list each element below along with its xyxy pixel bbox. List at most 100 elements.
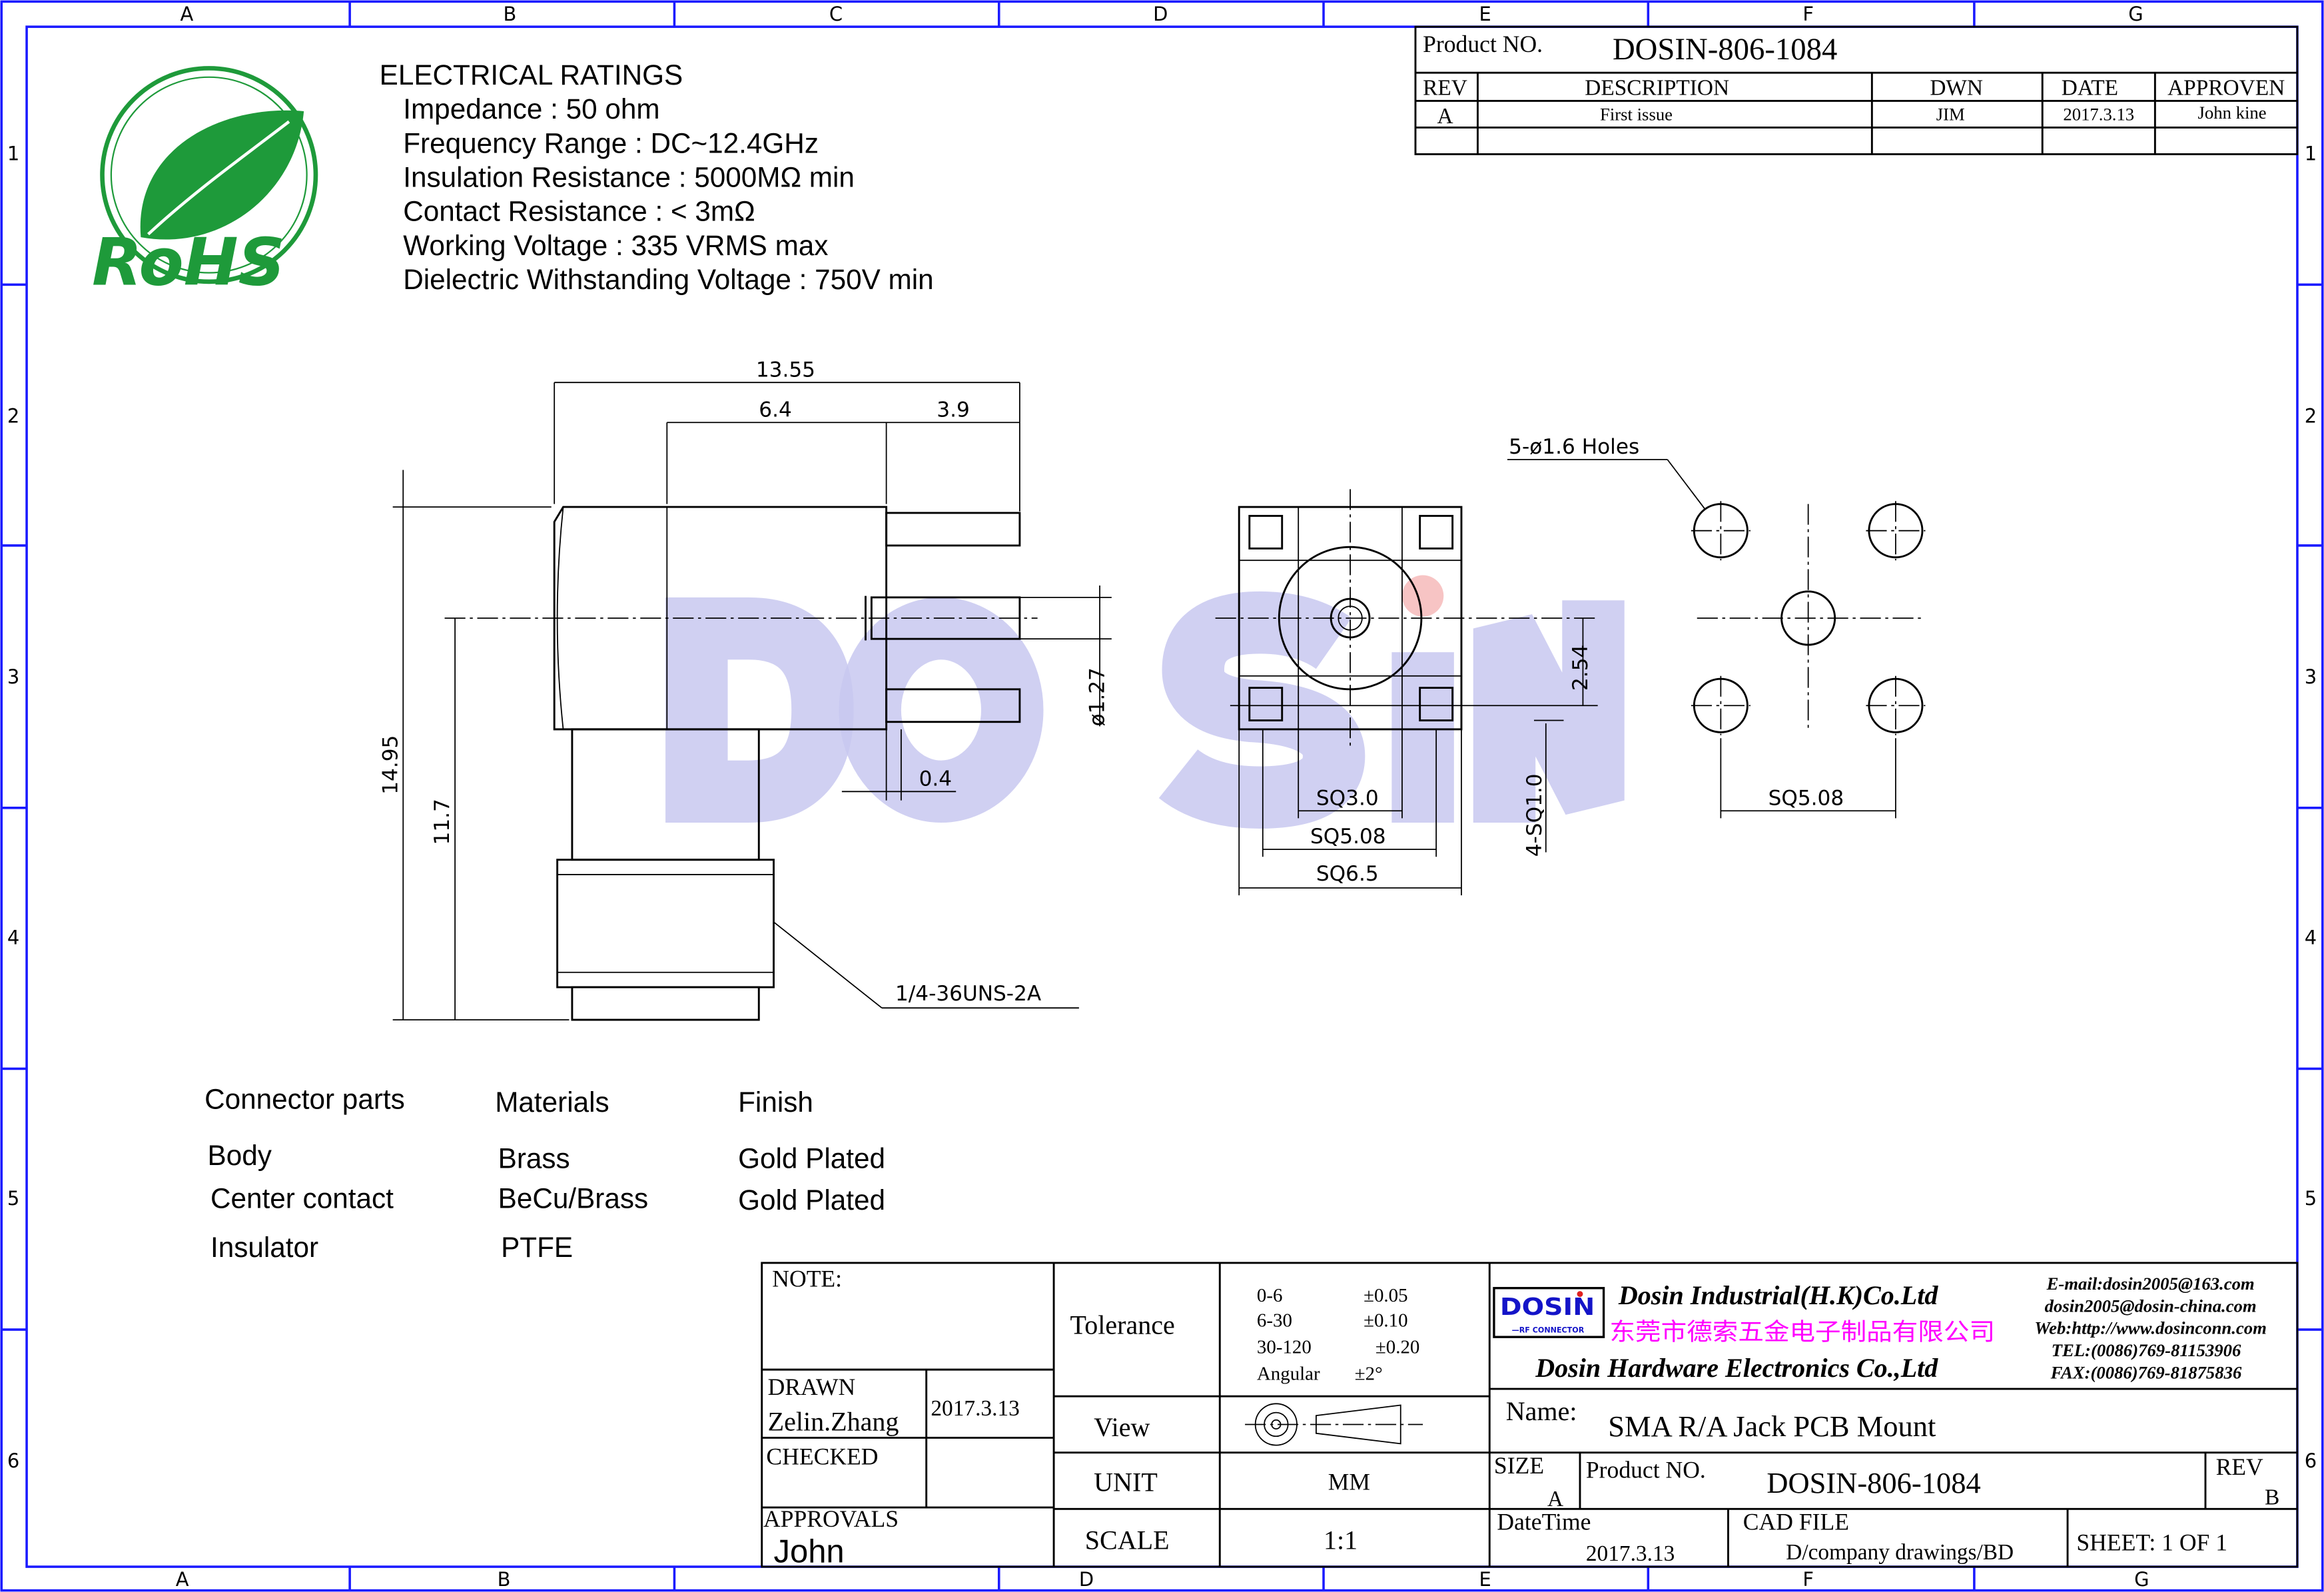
projection-symbol-icon	[1245, 1403, 1423, 1446]
col-label: A	[180, 3, 193, 25]
contact-fax: FAX:(0086)769-81875836	[2050, 1362, 2242, 1382]
col-label: E	[1479, 3, 1491, 25]
description-header: DESCRIPTION	[1585, 76, 1729, 101]
rev-header: REV	[1423, 76, 1467, 101]
thread-callout: 1/4-36UNS-2A	[895, 982, 1042, 1006]
row-label: 6	[7, 1449, 19, 1472]
part-name: Center contact	[210, 1183, 394, 1214]
col-label: B	[498, 1568, 511, 1591]
part-finish: Gold Plated	[738, 1143, 885, 1174]
tolerance-range: 6-30	[1257, 1310, 1292, 1332]
col-label: A	[176, 1568, 189, 1591]
row-label: 3	[7, 665, 19, 688]
tolerance-range: 30-120	[1257, 1337, 1312, 1358]
col-label: G	[2128, 3, 2143, 25]
part-material: Brass	[498, 1143, 570, 1174]
product-no-value: DOSIN-806-1084	[1613, 32, 1837, 67]
contact-email: E-mail:dosin2005@163.com	[2046, 1274, 2255, 1294]
col-label: F	[1802, 3, 1814, 25]
rating-line: Contact Resistance : < 3mΩ	[403, 196, 755, 227]
checked-label: CHECKED	[766, 1443, 878, 1470]
parts-header: Connector parts	[204, 1084, 405, 1115]
note-label: NOTE:	[772, 1266, 842, 1292]
row-label: 1	[7, 142, 19, 165]
finish-header: Finish	[738, 1086, 813, 1118]
dim-0-4: 0.4	[919, 767, 953, 791]
rating-line: Working Voltage : 335 VRMS max	[403, 230, 828, 261]
description-cell: First issue	[1600, 104, 1673, 124]
dim-3-9: 3.9	[937, 398, 970, 422]
date-cell: 2017.3.13	[2063, 104, 2134, 124]
tolerance-value: ±0.20	[1375, 1337, 1419, 1358]
company-name-cn: 东莞市德索五金电子制品有限公司	[1609, 1319, 1995, 1346]
view-label: View	[1094, 1412, 1150, 1442]
dosin-watermark	[665, 575, 1625, 829]
tolerance-label: Tolerance	[1070, 1310, 1175, 1340]
col-label: B	[504, 3, 517, 25]
tolerance-value: ±0.05	[1363, 1285, 1407, 1306]
row-label: 2	[2305, 404, 2317, 427]
approvals-by: John	[774, 1533, 845, 1569]
rohs-logo: RoHS	[92, 66, 318, 300]
date-header: DATE	[2062, 76, 2118, 101]
datetime-value: 2017.3.13	[1586, 1541, 1675, 1566]
scale-value: 1:1	[1324, 1525, 1357, 1555]
unit-label: UNIT	[1094, 1467, 1158, 1497]
tolerance-range: 0-6	[1257, 1285, 1283, 1306]
row-label: 1	[2305, 142, 2317, 165]
rating-line: Impedance : 50 ohm	[403, 93, 659, 125]
dim-overall-length: 13.55	[756, 358, 815, 382]
rating-line: Insulation Resistance : 5000MΩ min	[403, 161, 855, 193]
company-name-hk: Dosin Industrial(H.K)Co.Ltd	[1618, 1280, 1939, 1310]
product-no-label: Product NO.	[1423, 31, 1543, 57]
tolerance-value: ±2°	[1355, 1364, 1383, 1385]
part-name: Body	[208, 1140, 272, 1171]
col-label: C	[829, 3, 843, 25]
approvals-label: APPROVALS	[763, 1505, 899, 1532]
dwn-cell: JIM	[1936, 104, 1965, 124]
product-no-label: Product NO.	[1586, 1457, 1706, 1483]
company-name-hardware: Dosin Hardware Electronics Co.,Ltd	[1535, 1353, 1938, 1383]
sheet-value: SHEET: 1 OF 1	[2076, 1529, 2227, 1556]
electrical-ratings: ELECTRICAL RATINGS Impedance : 50 ohm Fr…	[380, 59, 934, 295]
drawn-by: Zelin.Zhang	[768, 1406, 899, 1436]
dim-sq5-08: SQ5.08	[1310, 825, 1386, 849]
dim-4-sq1-0: 4-SQ1.0	[1523, 773, 1547, 857]
scale-label: SCALE	[1085, 1525, 1170, 1555]
row-label: 3	[2305, 665, 2317, 688]
pcb-layout: 5-ø1.6 Holes SQ5.08	[1507, 435, 1926, 819]
dim-sq6-5: SQ6.5	[1316, 862, 1379, 886]
size-value: A	[1547, 1487, 1563, 1511]
cad-file-label: CAD FILE	[1743, 1508, 1849, 1535]
approven-cell: John kine	[2198, 103, 2267, 123]
dosin-logo: DOSIN —RF CONNECTOR	[1493, 1287, 1605, 1338]
drawn-label: DRAWN	[768, 1374, 856, 1400]
col-label: D	[1153, 3, 1168, 25]
part-name-value: SMA R/A Jack PCB Mount	[1608, 1409, 1936, 1443]
row-label: 5	[2305, 1187, 2317, 1210]
parts-table: Connector parts Materials Finish Body Br…	[204, 1084, 885, 1264]
dim-2-54: 2.54	[1569, 645, 1593, 691]
part-name: Insulator	[210, 1232, 318, 1263]
row-label: 4	[7, 927, 19, 949]
revision-block: Product NO. DOSIN-806-1084 REV DESCRIPTI…	[1414, 25, 2299, 155]
rev-label: REV	[2216, 1453, 2263, 1480]
tolerance-value: ±0.10	[1363, 1310, 1407, 1332]
materials-header: Materials	[495, 1086, 609, 1118]
part-material: BeCu/Brass	[498, 1183, 649, 1214]
svg-text:—RF CONNECTOR: —RF CONNECTOR	[1512, 1326, 1585, 1334]
svg-text:DOSIN: DOSIN	[1500, 1294, 1595, 1321]
dim-11-7: 11.7	[430, 799, 454, 845]
datetime-label: DateTime	[1497, 1508, 1591, 1535]
connector-front-view: 2.54 SQ3.0 SQ5.08 SQ6.5 4-SQ1.0	[1215, 489, 1598, 896]
dim-pcb-sq5-08: SQ5.08	[1768, 786, 1844, 810]
approven-header: APPROVEN	[2167, 76, 2285, 101]
ratings-title: ELECTRICAL RATINGS	[380, 59, 683, 91]
part-material: PTFE	[501, 1232, 573, 1263]
contact-email-2: dosin2005@dosin-china.com	[2045, 1296, 2257, 1316]
dim-height: 14.95	[378, 735, 402, 795]
col-label: F	[1802, 1568, 1814, 1591]
rating-line: Dielectric Withstanding Voltage : 750V m…	[403, 264, 933, 295]
